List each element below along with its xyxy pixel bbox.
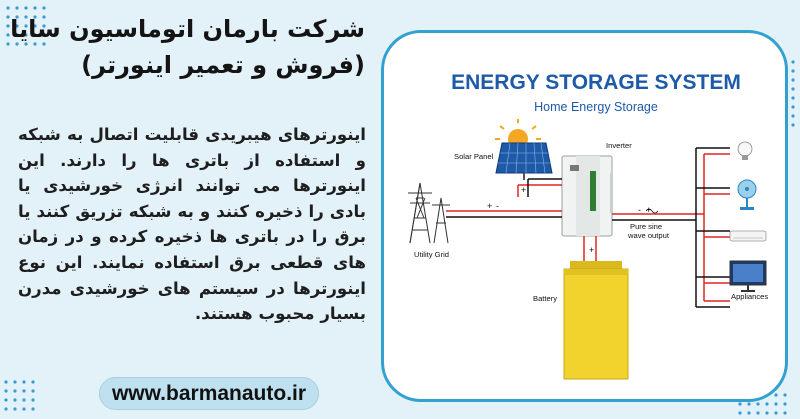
- energy-storage-diagram-card: ENERGY STORAGE SYSTEM Home Energy Storag…: [381, 30, 788, 402]
- dot-pattern-top-left: [6, 6, 46, 46]
- battery-icon: [563, 261, 629, 380]
- svg-text:-: -: [496, 201, 499, 211]
- pure-sine-label-line1: Pure sine: [630, 222, 662, 231]
- fan-icon: [737, 179, 757, 210]
- battery-label: Battery: [533, 294, 557, 303]
- svg-text:+: +: [646, 205, 651, 215]
- solar-panel-icon: [495, 142, 553, 180]
- solar-panel-label: Solar Panel: [454, 152, 494, 161]
- svg-text:+: +: [589, 245, 594, 255]
- company-name: شرکت بارمان اتوماسیون سایا: [10, 15, 365, 43]
- polarity-markers: +- + + -+: [487, 185, 651, 255]
- pure-sine-label-line2: wave output: [627, 231, 670, 240]
- appliances-label: Appliances: [731, 292, 768, 301]
- inverter-description: اینورترهای هیبریدی قابلیت اتصال به شبکه …: [18, 125, 366, 324]
- air-conditioner-icon: [729, 230, 767, 242]
- svg-text:-: -: [638, 205, 641, 215]
- utility-grid-tower-icon: [408, 182, 450, 244]
- inverter-icon: [561, 155, 613, 237]
- svg-text:+: +: [521, 185, 526, 195]
- utility-grid-label: Utility Grid: [414, 250, 449, 259]
- svg-text:+: +: [487, 201, 492, 211]
- light-bulb-icon: [737, 141, 753, 160]
- television-icon: [729, 260, 767, 292]
- website-link[interactable]: www.barmanauto.ir: [99, 377, 319, 410]
- diagram-title: ENERGY STORAGE SYSTEM: [451, 71, 741, 94]
- energy-storage-diagram: ENERGY STORAGE SYSTEM Home Energy Storag…: [408, 71, 768, 380]
- dot-pattern-bottom-left: [4, 380, 35, 411]
- sine-wave-icon: [645, 208, 659, 214]
- inverter-label: Inverter: [606, 141, 632, 150]
- ac-wiring: [446, 153, 730, 302]
- dc-wiring: [446, 147, 730, 308]
- company-tagline: (فروش و تعمیر اینورتر): [81, 51, 365, 79]
- diagram-subtitle: Home Energy Storage: [534, 100, 658, 114]
